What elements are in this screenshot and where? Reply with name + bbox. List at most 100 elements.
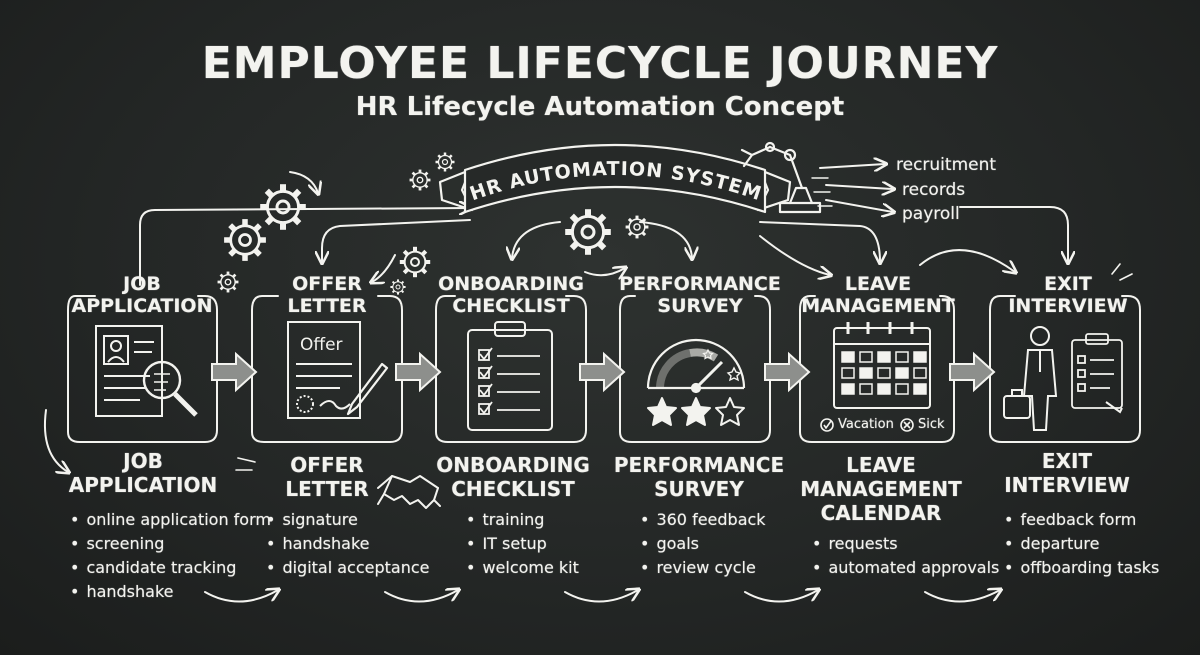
handshake-icon xyxy=(377,475,441,509)
stage-label-line: LEAVE xyxy=(846,453,916,477)
stage-label-line: LETTER xyxy=(285,477,369,501)
stage-label-exit: EXIT INTERVIEW xyxy=(972,449,1162,497)
card-frame-job xyxy=(67,295,218,443)
connector-to-job xyxy=(139,208,470,286)
stage-label-line: APPLICATION xyxy=(68,473,218,497)
bullet-list-leave: requests automated approvals xyxy=(812,532,999,580)
stage-label-line: EXIT xyxy=(1041,449,1093,473)
card-frame-onboarding xyxy=(435,295,587,443)
stage-label-performance: PERFORMANCE SURVEY xyxy=(604,453,794,501)
stage-label-job: JOB APPLICATION xyxy=(48,449,238,497)
flow-arrow-5 xyxy=(924,590,1000,603)
card-title-line: JOB xyxy=(123,273,161,295)
connector-performance-curve xyxy=(584,268,625,275)
document-icon xyxy=(287,321,361,419)
gauge-icon xyxy=(646,338,746,394)
list-item: departure xyxy=(1004,532,1159,556)
clipboard-icon xyxy=(1071,333,1123,414)
star-icon xyxy=(647,397,745,426)
list-item: handshake xyxy=(266,532,430,556)
card-frame-performance xyxy=(619,295,771,443)
card-title-line: PERFORMANCE xyxy=(619,273,781,295)
connector-to-offer xyxy=(322,219,471,262)
stage-label-line: PERFORMANCE xyxy=(613,453,785,477)
card-title-line: INTERVIEW xyxy=(1008,295,1128,317)
card-title-line: EXIT xyxy=(1044,273,1092,295)
list-item: welcome kit xyxy=(466,556,578,580)
stage-card-title-job: JOB APPLICATION xyxy=(62,273,222,317)
stage-card-title-performance: PERFORMANCE SURVEY xyxy=(615,273,785,317)
connector-to-leave xyxy=(759,221,880,262)
card-title-line: OFFER xyxy=(292,273,362,295)
bullet-list-offer: signature handshake digital acceptance xyxy=(266,508,430,580)
stage-label-line: JOB xyxy=(123,449,163,473)
card-title-line: SURVEY xyxy=(657,295,743,317)
card-title-line: ONBOARDING xyxy=(438,273,584,295)
stage-card-title-onboarding: ONBOARDING CHECKLIST xyxy=(431,273,591,317)
connector-job-side xyxy=(44,409,68,472)
stage-label-line: OFFER xyxy=(290,453,364,477)
resume-icon xyxy=(95,325,163,417)
bullet-list-onboarding: training IT setup welcome kit xyxy=(466,508,579,580)
list-item: training xyxy=(466,508,579,532)
system-output-recruitment: recruitment xyxy=(896,155,997,175)
card-title-line: MANAGEMENT xyxy=(801,295,955,317)
connector-offer-curve xyxy=(372,254,396,282)
magnifier-icon xyxy=(142,360,198,417)
stage-label-line: MANAGEMENT xyxy=(800,477,962,501)
system-output-records: records xyxy=(902,180,966,200)
stage-label-line: INTERVIEW xyxy=(1004,473,1130,497)
stage-card-title-exit: EXIT INTERVIEW xyxy=(988,273,1148,317)
legend-vacation: Vacation xyxy=(838,417,894,432)
card-title-line: LETTER xyxy=(287,295,367,317)
stage-label-leave: LEAVE MANAGEMENT CALENDAR xyxy=(786,453,976,525)
list-item: review cycle xyxy=(640,556,766,580)
stage-label-line: CALENDAR xyxy=(820,501,942,525)
bullet-list-job: online application form screening candid… xyxy=(70,508,271,604)
calendar-icon xyxy=(820,322,931,432)
card-frame-exit xyxy=(989,295,1141,443)
list-item: automated approvals xyxy=(812,556,999,580)
list-item: goals xyxy=(640,532,766,556)
stage-label-line: ONBOARDING xyxy=(436,453,590,477)
connector-exit-curve xyxy=(919,249,1015,272)
legend-sick: Sick xyxy=(918,417,945,432)
connector-to-performance xyxy=(639,221,692,258)
flow-arrow-2 xyxy=(384,590,458,603)
suitcase-icon xyxy=(1003,389,1031,419)
stage-label-line: CHECKLIST xyxy=(451,477,575,501)
pen-icon xyxy=(346,362,389,416)
list-item: IT setup xyxy=(466,532,579,556)
bullet-list-exit: feedback form departure offboarding task… xyxy=(1004,508,1159,580)
list-item: candidate tracking xyxy=(70,556,271,580)
list-item: screening xyxy=(70,532,271,556)
list-item: requests xyxy=(812,532,999,556)
connector-leave-curve xyxy=(759,235,830,275)
connector-gear-curve xyxy=(289,171,318,193)
clipboard-icon xyxy=(467,321,553,431)
stage-label-onboarding: ONBOARDING CHECKLIST xyxy=(418,453,608,501)
stage-label-offer: OFFER LETTER xyxy=(232,453,422,501)
stage-card-title-offer: OFFER LETTER xyxy=(247,273,407,317)
system-output-payroll: payroll xyxy=(902,204,960,224)
list-item: signature xyxy=(266,508,430,532)
stage-label-line: SURVEY xyxy=(654,477,744,501)
robot-arm-icon xyxy=(740,141,822,214)
connector-to-exit xyxy=(959,206,1068,262)
bullet-list-performance: 360 feedback goals review cycle xyxy=(640,508,766,580)
system-banner xyxy=(438,143,792,214)
list-item: offboarding tasks xyxy=(1004,556,1159,580)
page-title: EMPLOYEE LIFECYCLE JOURNEY xyxy=(201,38,999,89)
list-item: feedback form xyxy=(1004,508,1159,532)
card-frame-leave xyxy=(799,295,955,443)
card-title-line: APPLICATION xyxy=(71,295,213,317)
stage-arrow xyxy=(211,353,995,391)
card-title-line: LEAVE xyxy=(844,273,912,295)
offer-document-text: Offer xyxy=(300,335,343,355)
flow-arrow-4 xyxy=(744,590,818,603)
page-subtitle: HR Lifecycle Automation Concept xyxy=(355,92,845,122)
list-item: digital acceptance xyxy=(266,556,429,580)
list-item: handshake xyxy=(70,580,271,604)
flow-arrow-3 xyxy=(564,590,638,603)
